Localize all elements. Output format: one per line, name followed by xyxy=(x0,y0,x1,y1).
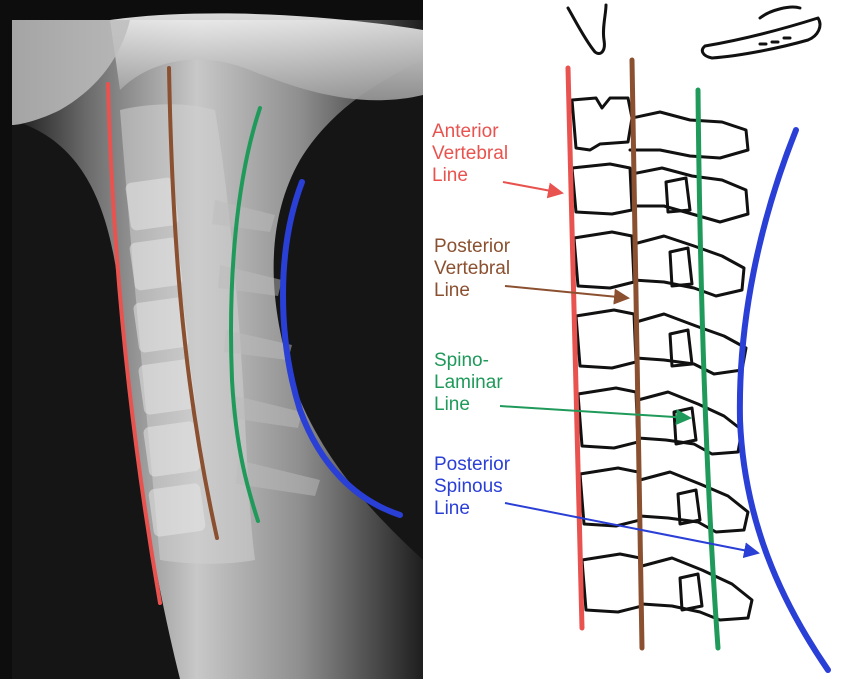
spinolaminar-line xyxy=(698,90,718,648)
posterior-vertebral-label: Posterior Vertebral Line xyxy=(434,236,510,302)
spinolaminar-label: Spino- Laminar Line xyxy=(434,350,503,416)
posterior-vertebral-arrow xyxy=(505,286,628,298)
posterior-spinous-label: Posterior Spinous Line xyxy=(434,454,510,520)
anterior-vertebral-arrow xyxy=(503,182,562,193)
anterior-vertebral-line xyxy=(568,68,582,628)
spinolaminar-arrow xyxy=(500,406,690,418)
posterior-spinous-arrow xyxy=(505,503,758,553)
posterior-spinous-line xyxy=(740,130,828,670)
anterior-vertebral-label: Anterior Vertebral Line xyxy=(432,121,508,187)
posterior-vertebral-line xyxy=(632,60,642,648)
